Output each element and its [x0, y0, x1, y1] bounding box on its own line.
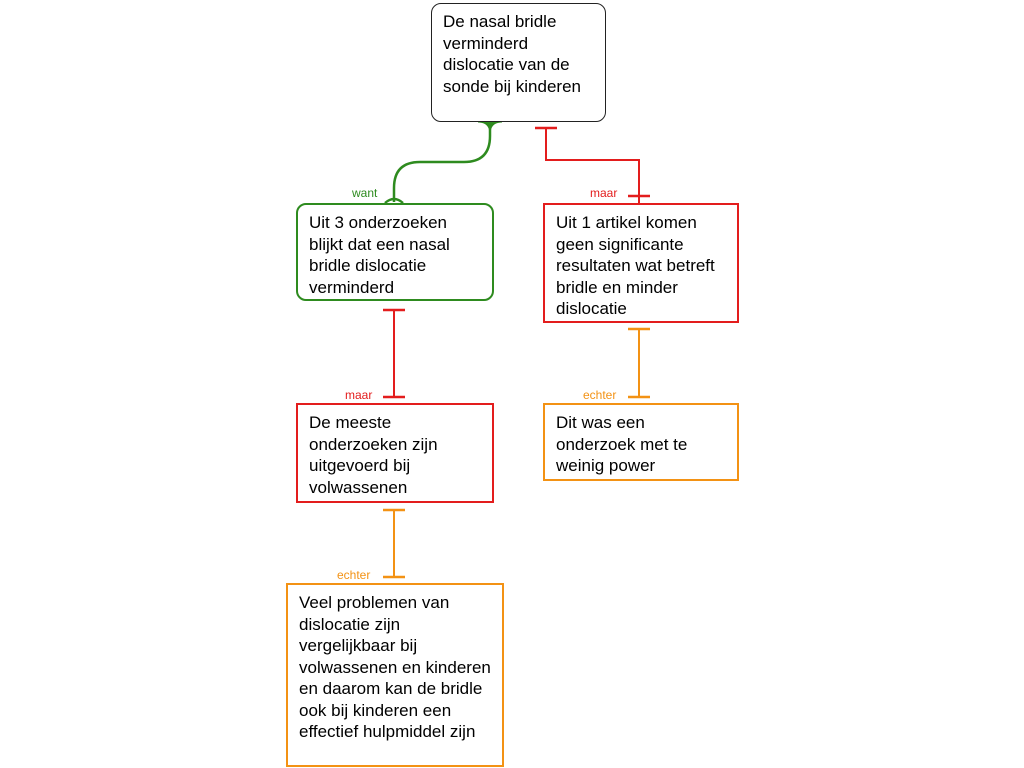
- rebuttal-text-power: Dit was een onderzoek met te weinig powe…: [556, 413, 688, 475]
- claim-node: De nasal bridle verminderd dislocatie va…: [431, 3, 606, 122]
- echter-label-1: echter: [583, 388, 617, 402]
- support-text: Uit 3 onderzoeken blijkt dat een nasal b…: [309, 213, 450, 297]
- maar-link-1: [545, 128, 640, 203]
- want-link: [392, 122, 492, 202]
- claim-text: De nasal bridle verminderd dislocatie va…: [443, 12, 581, 96]
- rebuttal-node-volwassenen: De meeste onderzoeken zijn uitgevoerd bi…: [296, 403, 494, 503]
- want-base: [384, 197, 404, 204]
- maar-label-2: maar: [345, 388, 373, 402]
- want-arrow-head: [477, 121, 503, 135]
- maar-label-1: maar: [590, 186, 618, 200]
- objection-text: Uit 1 artikel komen geen significante re…: [556, 213, 715, 318]
- rebuttal-node-power: Dit was een onderzoek met te weinig powe…: [543, 403, 739, 481]
- objection-node: Uit 1 artikel komen geen significante re…: [543, 203, 739, 323]
- rebuttal-node-vergelijkbaar: Veel problemen van dislocatie zijn verge…: [286, 583, 504, 767]
- rebuttal-text-volwassenen: De meeste onderzoeken zijn uitgevoerd bi…: [309, 413, 438, 497]
- echter-label-2: echter: [337, 568, 371, 582]
- want-label: want: [352, 186, 378, 200]
- support-node: Uit 3 onderzoeken blijkt dat een nasal b…: [296, 203, 494, 301]
- rebuttal-text-vergelijkbaar: Veel problemen van dislocatie zijn verge…: [299, 593, 491, 741]
